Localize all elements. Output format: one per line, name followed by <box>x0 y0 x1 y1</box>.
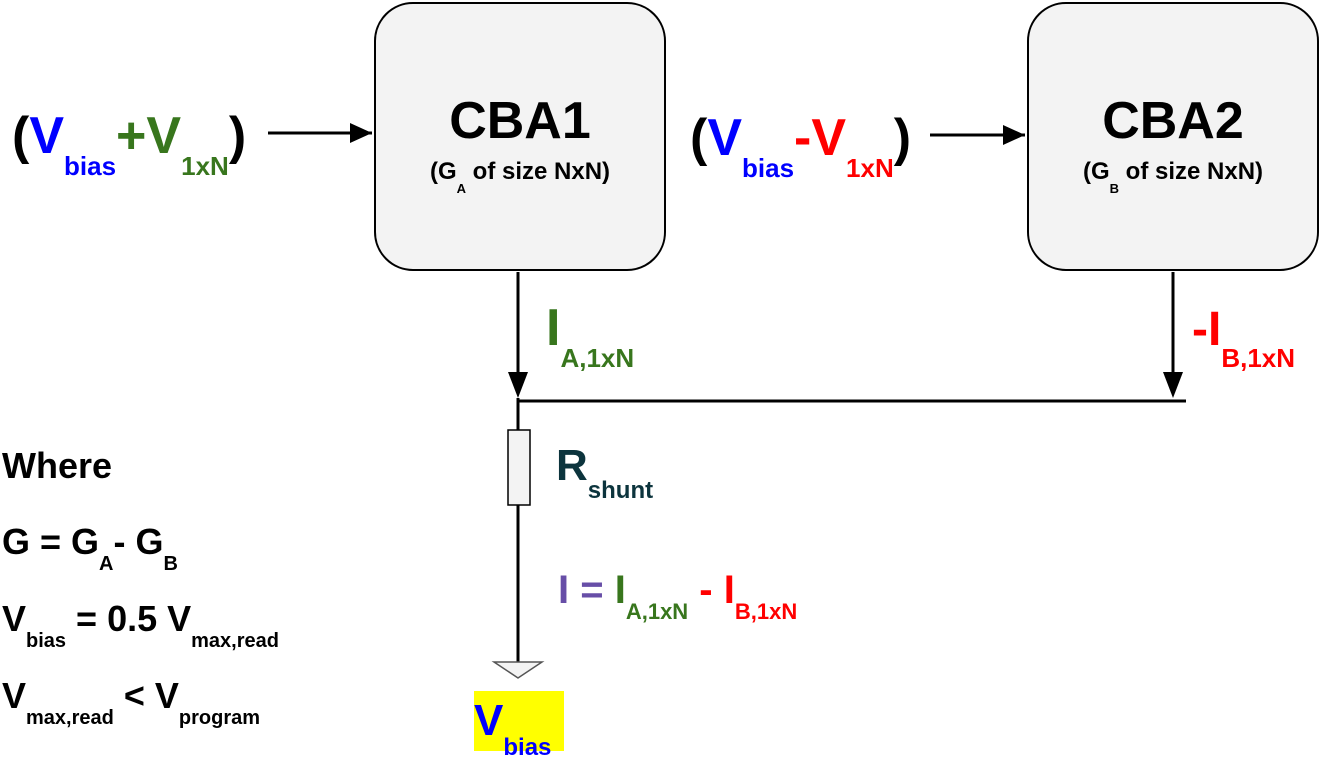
vbias-highlight <box>474 691 564 751</box>
current-a-label: IA,1xN <box>546 299 635 373</box>
cba2-subtitle: (GB of size NxN) <box>1082 158 1264 196</box>
where-heading: Where <box>2 445 113 486</box>
cba2-title: CBA2 <box>1102 92 1244 150</box>
input-b-arrowhead <box>1003 125 1025 145</box>
input-b-label: (Vbias-V1xN) <box>690 109 912 183</box>
where-line-3: Vmax,read < Vprogram <box>2 675 261 729</box>
current-formula: I = IA,1xN - IB,1xN <box>558 568 798 624</box>
shunt-resistor <box>507 429 531 506</box>
current-a-arrowhead <box>508 372 528 398</box>
cba1-title: CBA1 <box>449 92 591 150</box>
ground-symbol <box>491 661 545 679</box>
where-line-1: G = GA- GB <box>2 521 178 575</box>
shunt-label: Rshunt <box>556 441 654 504</box>
ground-vbias-label: Vbias <box>474 696 552 761</box>
cba1-subtitle: (GA of size NxN) <box>429 158 611 196</box>
cba2-box <box>1027 2 1319 271</box>
where-line-2: Vbias = 0.5 Vmax,read <box>2 598 279 652</box>
cba1-box <box>374 2 666 271</box>
current-b-arrowhead <box>1163 372 1183 398</box>
input-a-arrowhead <box>350 123 372 143</box>
current-b-label: -IB,1xN <box>1192 303 1296 373</box>
input-a-label: (Vbias+V1xN) <box>12 107 247 181</box>
